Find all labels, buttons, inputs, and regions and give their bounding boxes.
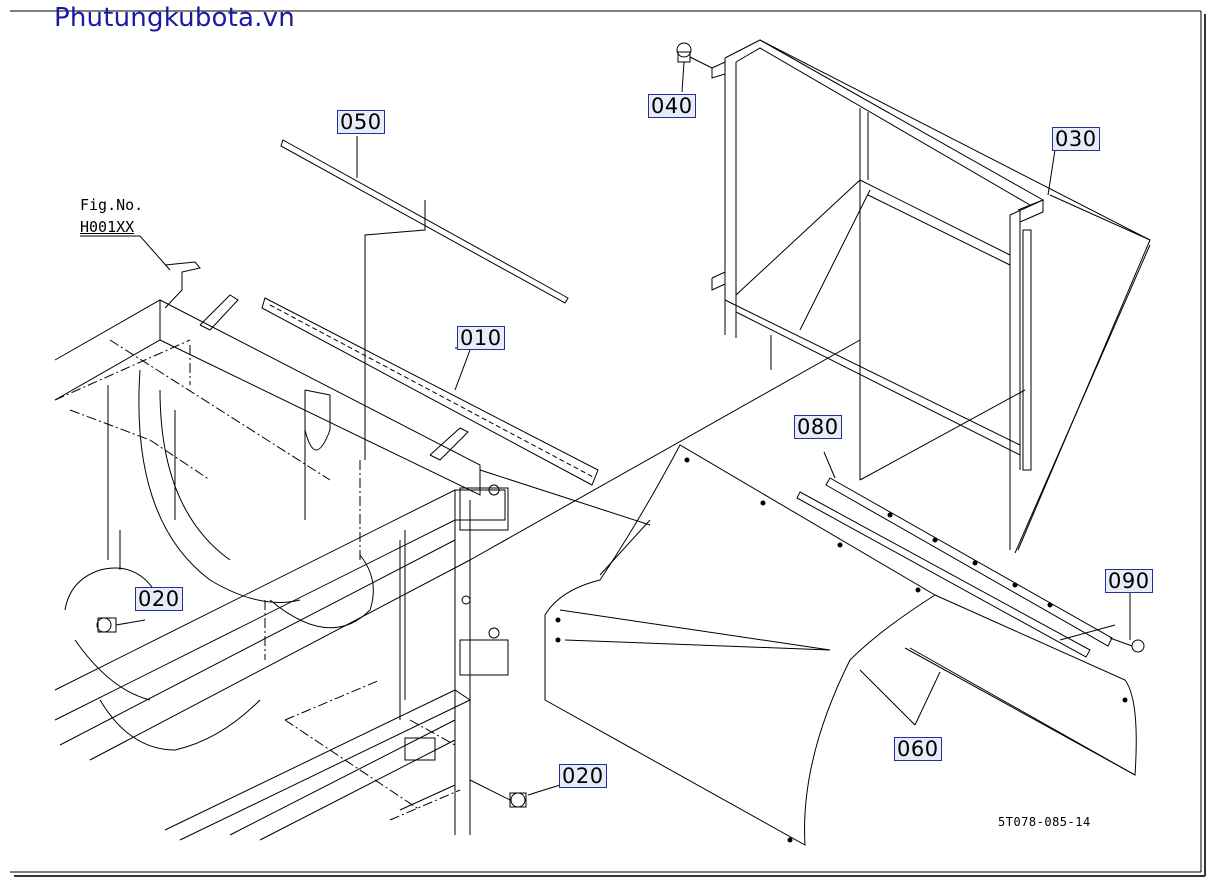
- part-060-cover: [469, 339, 1137, 846]
- part-080-plate: [796, 451, 1116, 658]
- drawing-number: 5T078-085-14: [998, 815, 1091, 829]
- callout-080[interactable]: 080: [794, 415, 842, 439]
- callout-020-left[interactable]: 020: [135, 587, 183, 611]
- bolt-090: [1109, 592, 1145, 653]
- leader-lines: [455, 149, 1056, 349]
- watermark-text: Phutungkubota.vn: [54, 3, 295, 33]
- part-010-rail: [261, 297, 599, 486]
- fig-ref-code[interactable]: H001XX: [80, 218, 135, 236]
- callout-020-bottom[interactable]: 020: [559, 764, 607, 788]
- callout-060[interactable]: 060: [894, 737, 942, 761]
- callout-050[interactable]: 050: [337, 110, 385, 134]
- part-050-strip: [280, 136, 569, 460]
- callout-090[interactable]: 090: [1105, 569, 1153, 593]
- drawing-frame: [10, 10, 1206, 877]
- chassis-frame: [54, 235, 509, 841]
- bolt-020-bottom: [469, 779, 561, 808]
- callout-030[interactable]: 030: [1052, 127, 1100, 151]
- bolt-040: [676, 42, 713, 93]
- callout-010[interactable]: 010: [457, 326, 505, 350]
- part-030-hopper: [711, 39, 1151, 554]
- fig-ref-label: Fig.No.: [80, 196, 144, 214]
- bolt-020-left: [96, 617, 146, 633]
- callout-040[interactable]: 040: [648, 94, 696, 118]
